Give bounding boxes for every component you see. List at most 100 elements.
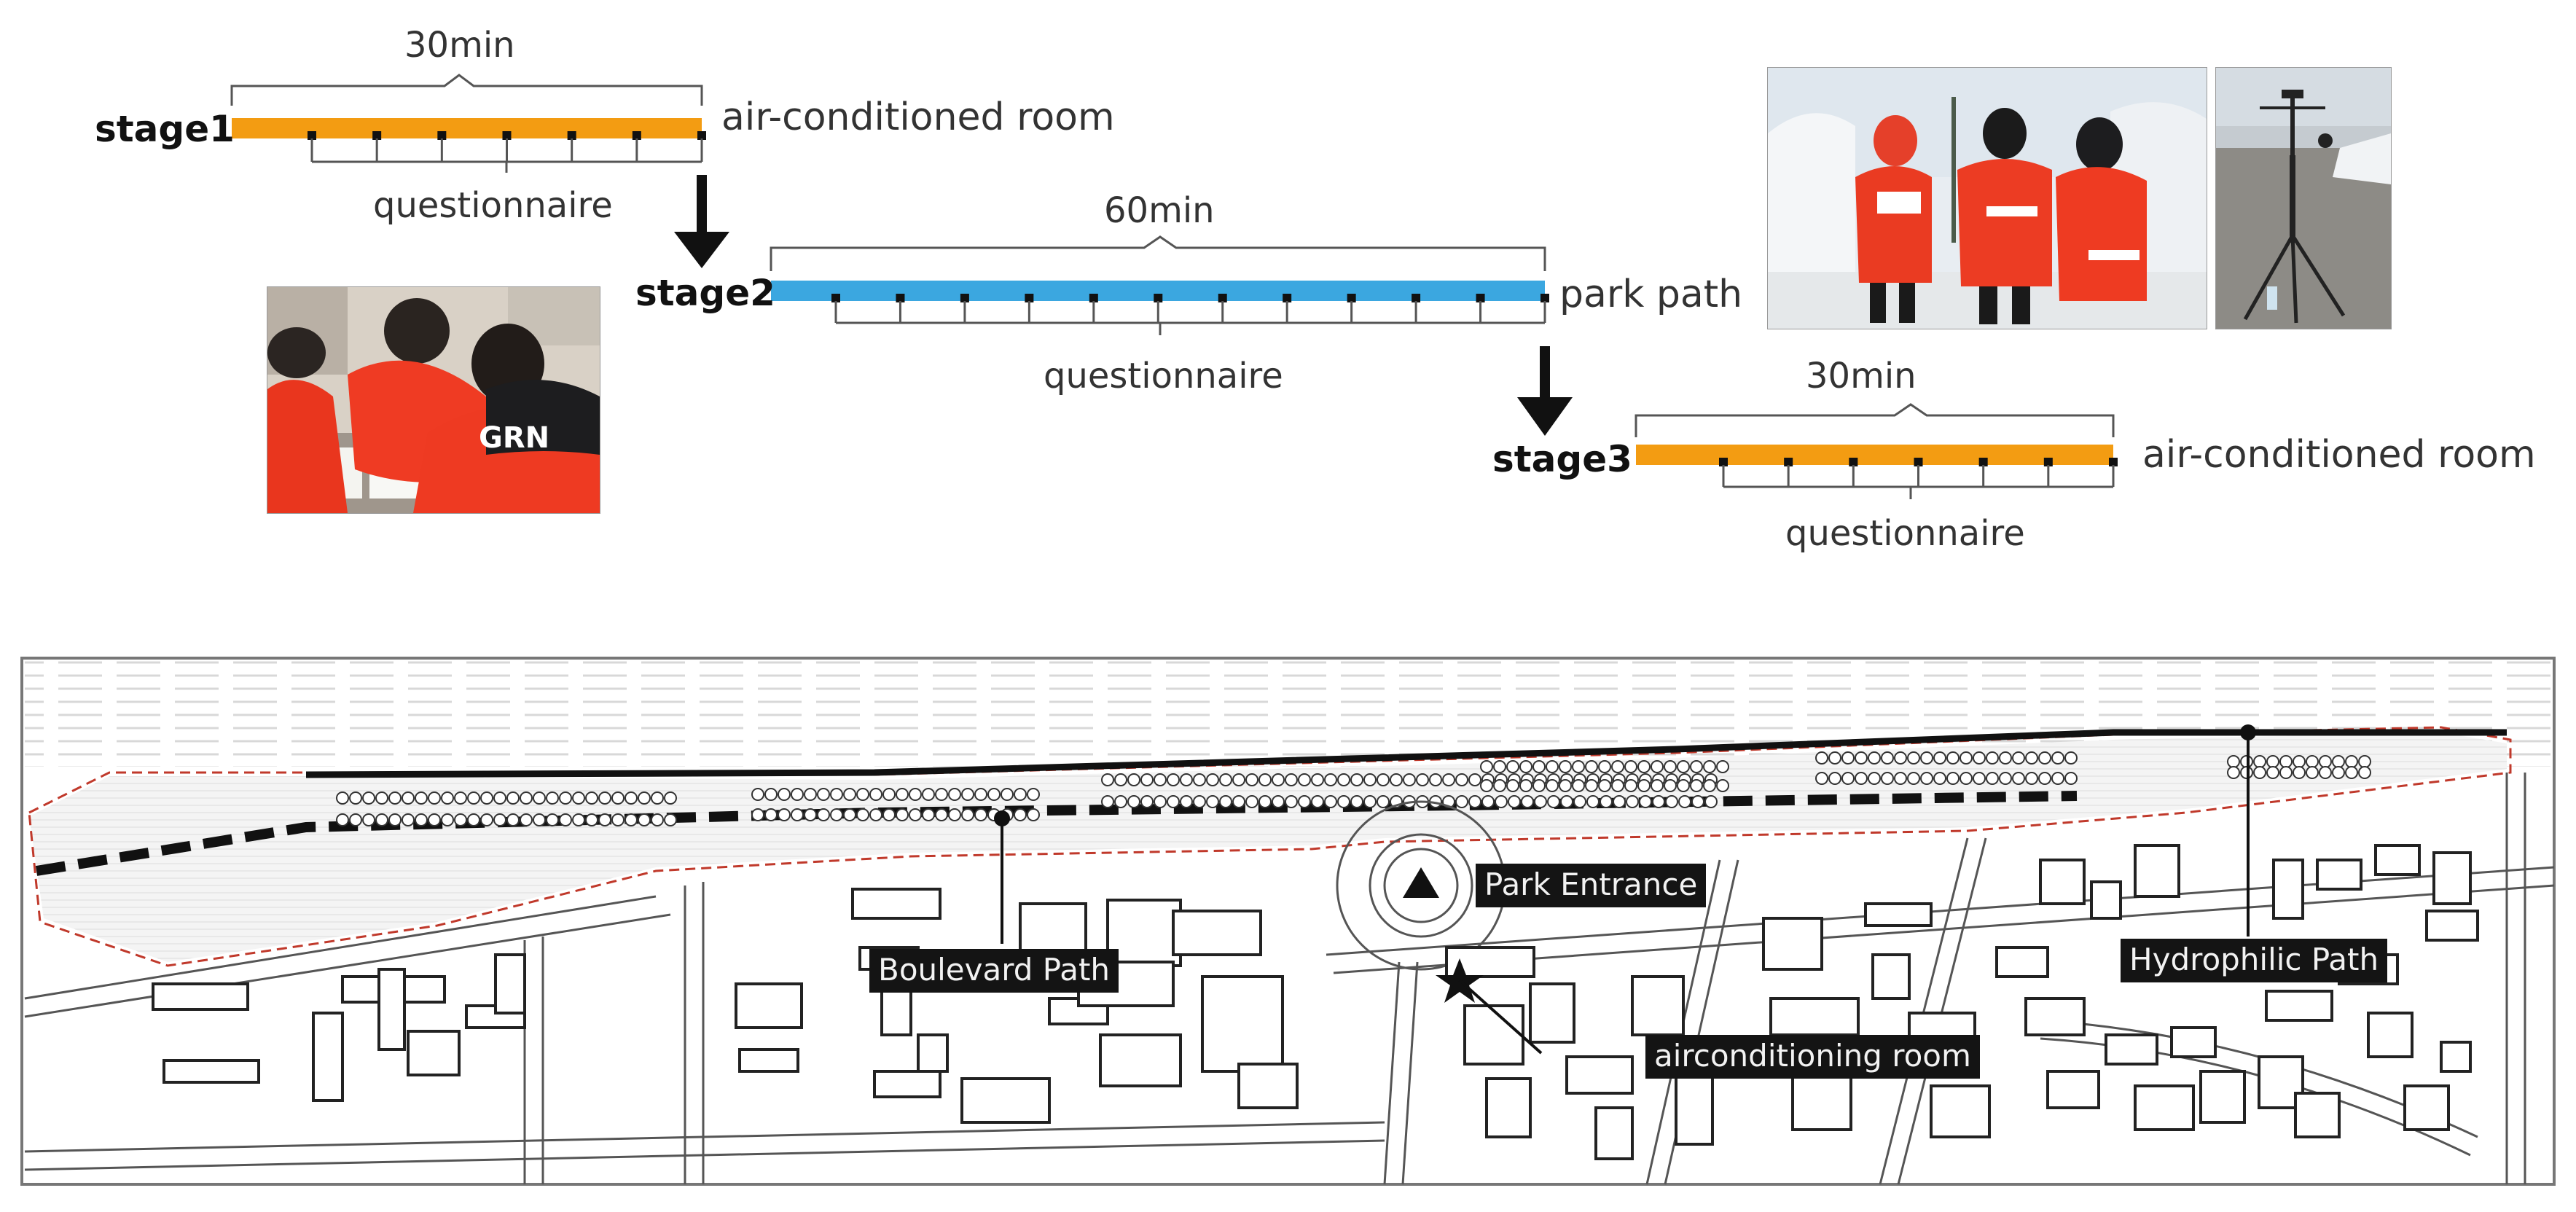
tree [1855, 751, 1868, 765]
measurement-tick [2043, 458, 2053, 466]
tree [493, 791, 506, 805]
tree [1206, 795, 1219, 808]
tree [1690, 760, 1703, 773]
tree [1690, 779, 1703, 792]
tree [533, 813, 546, 826]
tree [2025, 751, 2038, 765]
tree [1311, 773, 1324, 786]
tree [402, 791, 415, 805]
tree [611, 791, 625, 805]
tree [1600, 795, 1613, 808]
tree [1154, 795, 1167, 808]
building [2294, 1092, 2341, 1138]
buildings [152, 844, 2479, 1160]
building [1565, 1055, 1634, 1095]
building [2046, 1070, 2100, 1109]
tree [1868, 751, 1881, 765]
tree [559, 813, 572, 826]
tree [1546, 779, 1559, 792]
tree [974, 808, 987, 821]
tree [2064, 772, 2078, 785]
tree [1506, 779, 1519, 792]
arrow-stage2-to-stage3 [1517, 346, 1573, 436]
tree [2051, 772, 2064, 785]
tree [1027, 788, 1040, 801]
measurement-tick [1218, 294, 1227, 302]
tree [638, 813, 651, 826]
building [1930, 1084, 1991, 1138]
building [1675, 1070, 1714, 1146]
measurement-tick [896, 294, 905, 302]
tree [572, 791, 585, 805]
tree [804, 808, 817, 821]
measurement-tick [960, 294, 969, 302]
tree [1127, 773, 1140, 786]
building [2170, 1026, 2217, 1058]
tree [1920, 772, 1933, 785]
park-entrance-marker [1403, 867, 1439, 898]
stage2-measurement-ticks [831, 294, 1549, 323]
tree [2293, 766, 2306, 779]
tree [1828, 751, 1841, 765]
tree [559, 791, 572, 805]
jacket-text: GRN [479, 421, 549, 455]
tree [778, 808, 791, 821]
tree [1664, 760, 1677, 773]
tree [1534, 795, 1547, 808]
tree [625, 813, 638, 826]
tree [546, 813, 559, 826]
tree [1245, 795, 1258, 808]
stage3-duration: 30min [1806, 356, 1917, 396]
tree [1027, 808, 1040, 821]
stage2-duration: 60min [1104, 190, 1215, 231]
tree [1999, 772, 2012, 785]
stage3-bar [1636, 445, 2113, 465]
tree [804, 788, 817, 801]
tree [1363, 773, 1377, 786]
stage1-label: stage1 [95, 108, 235, 150]
tree [2293, 755, 2306, 768]
tree [598, 791, 611, 805]
building [2199, 1070, 2246, 1124]
building [1594, 1106, 1634, 1160]
tree [1480, 760, 1493, 773]
tree [520, 813, 533, 826]
building [2432, 851, 2472, 905]
building [2425, 910, 2479, 942]
tree [388, 791, 402, 805]
building [873, 1070, 941, 1098]
tree [830, 788, 843, 801]
tree [349, 813, 362, 826]
tree [1639, 795, 1652, 808]
tree [1868, 772, 1881, 785]
tree [388, 813, 402, 826]
building [851, 888, 941, 920]
stage2-location: park path [1559, 273, 1743, 316]
measurement-tick [1347, 294, 1356, 302]
tree [974, 788, 987, 801]
tree [415, 813, 428, 826]
building [1099, 1033, 1182, 1087]
tree [1841, 772, 1855, 785]
hydrophilic-path-label: Hydrophilic Path [2121, 939, 2388, 982]
tree [843, 808, 856, 821]
tree [1468, 795, 1481, 808]
tree [441, 791, 454, 805]
tree [1986, 772, 1999, 785]
tree [546, 791, 559, 805]
measurement-tick [1540, 294, 1549, 302]
tree [1560, 795, 1573, 808]
building [1762, 917, 1823, 971]
tree [1546, 760, 1559, 773]
tree [869, 788, 882, 801]
building [2316, 859, 2362, 891]
tree [1855, 772, 1868, 785]
measurement-tick [372, 131, 382, 140]
tree [1652, 795, 1665, 808]
measurement-tick [1283, 294, 1292, 302]
tree [1481, 795, 1495, 808]
tree [1101, 773, 1114, 786]
tree [856, 788, 869, 801]
tree [1101, 795, 1114, 808]
